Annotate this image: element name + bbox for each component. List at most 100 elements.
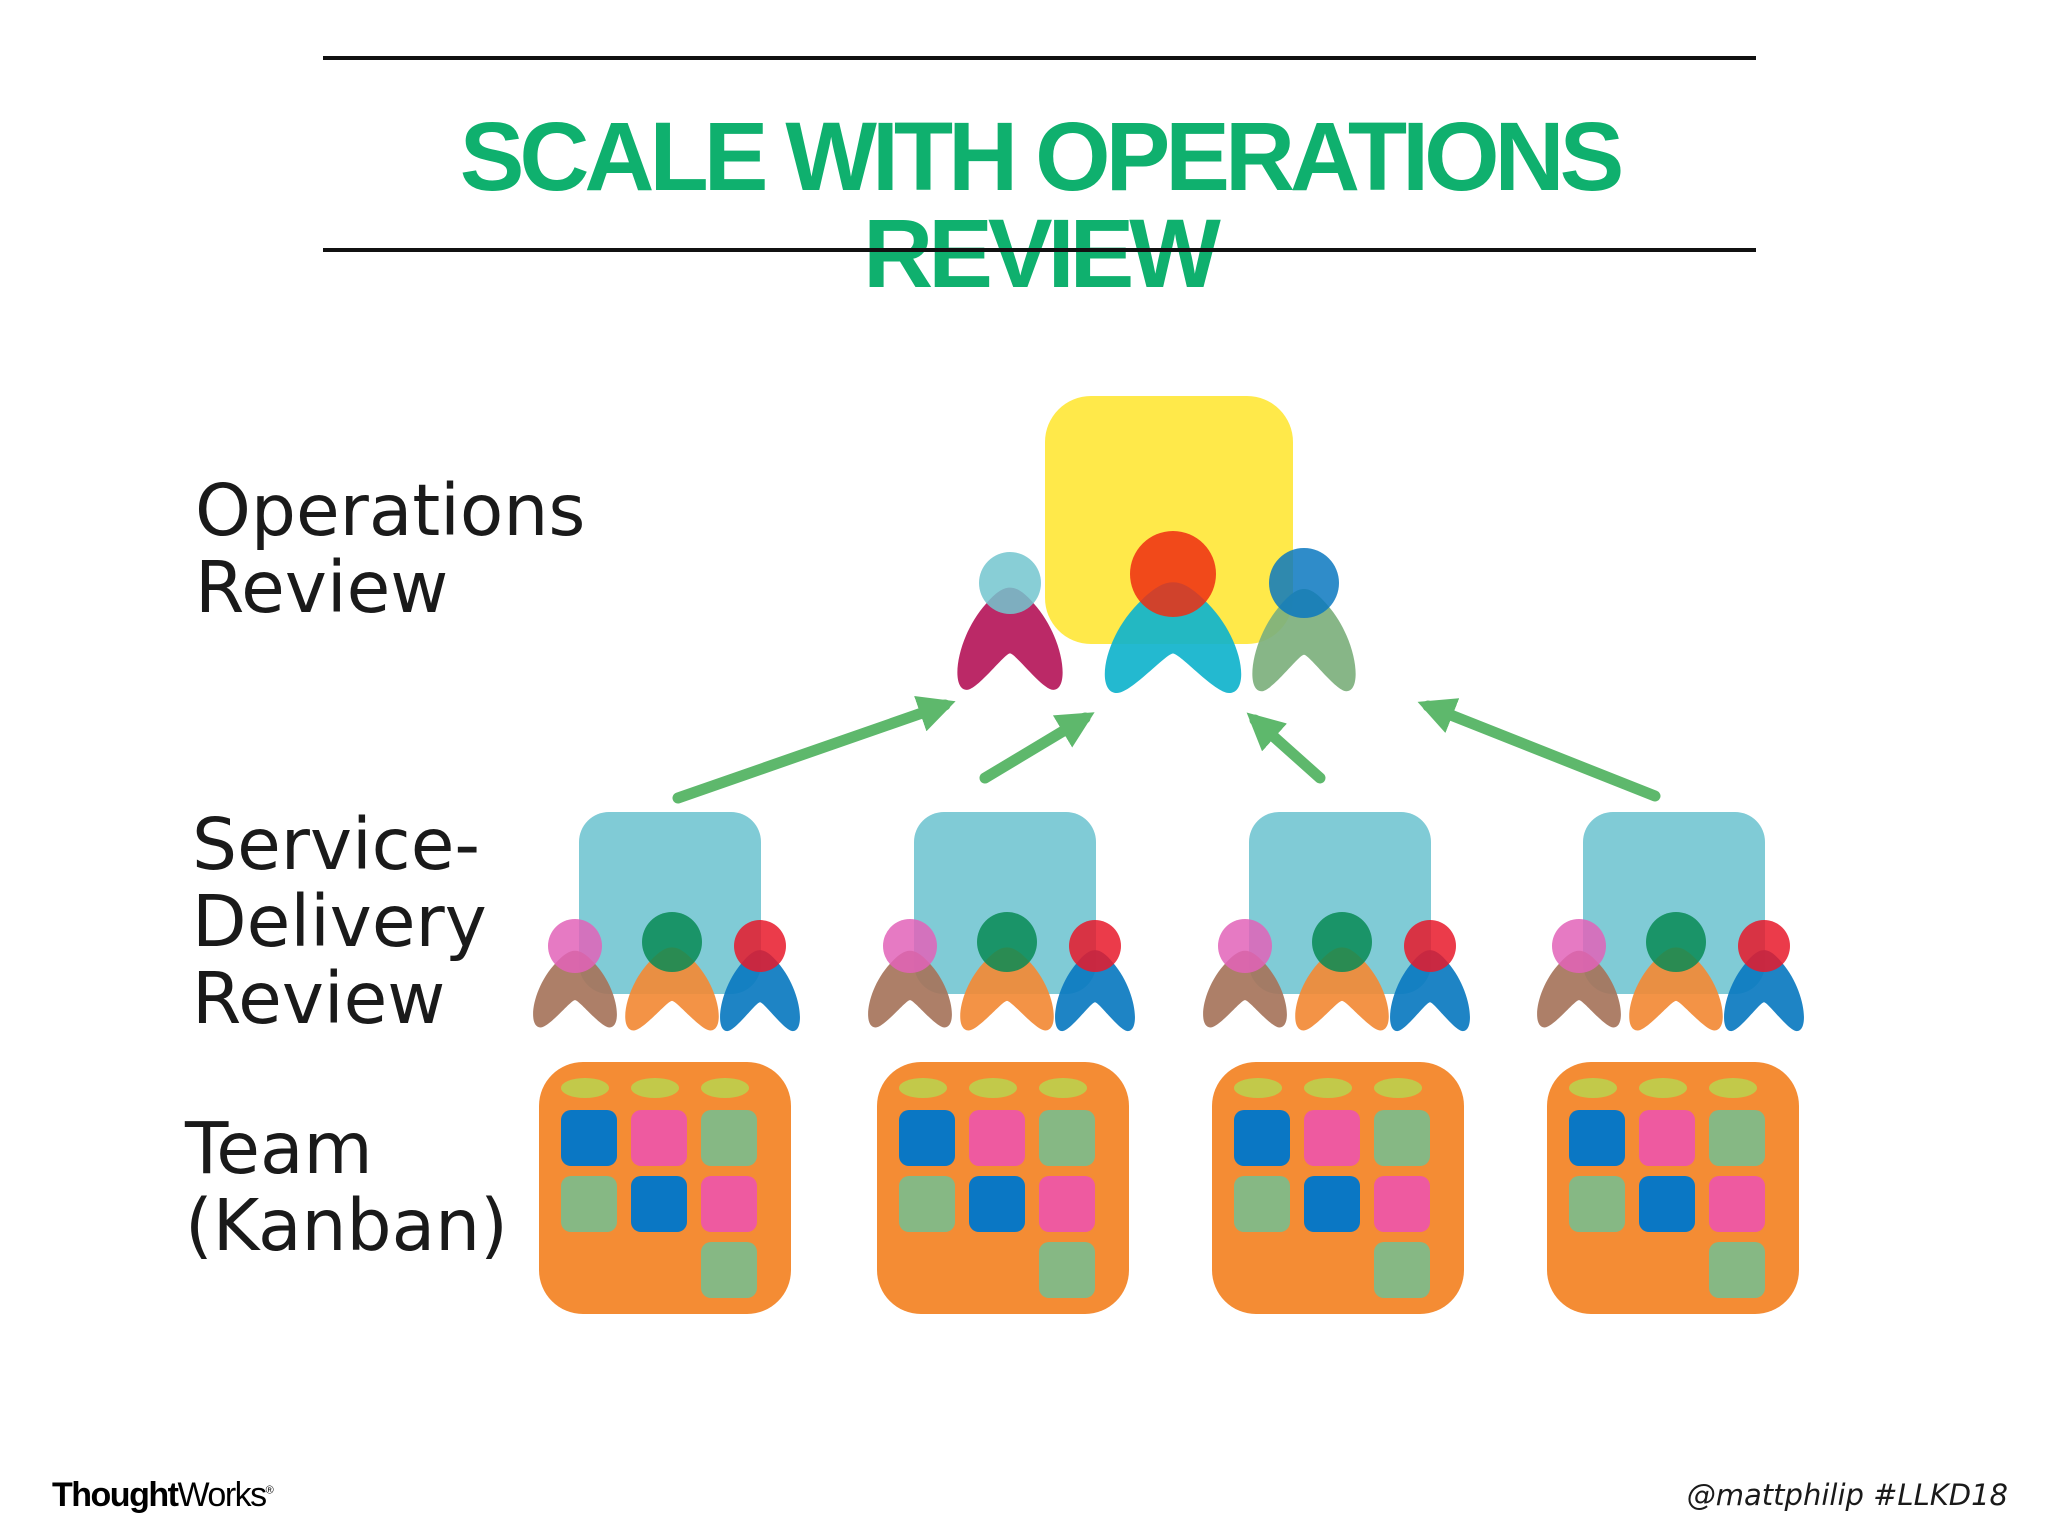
- kanban-card: [1374, 1242, 1430, 1298]
- kanban-card: [1639, 1110, 1695, 1166]
- ops-person-center-body: [1104, 582, 1242, 694]
- kanban-board-icon-1: [539, 1062, 791, 1314]
- kanban-card: [969, 1110, 1025, 1166]
- ops-person-left-head: [979, 552, 1041, 614]
- service-person-right-body: [720, 950, 800, 1032]
- service-person-right: [1390, 920, 1470, 1032]
- service-delivery-review-group-icon-4: [1537, 812, 1804, 1032]
- kanban-board-icon-3: [1212, 1062, 1464, 1314]
- service-person-left-body: [868, 950, 952, 1028]
- ops-person-right: [1252, 548, 1356, 692]
- kanban-card: [1374, 1176, 1430, 1232]
- page-title: SCALE WITH OPERATIONS REVIEW: [459, 102, 1625, 308]
- service-person-center-body: [625, 947, 719, 1031]
- service-person-right-body: [1055, 950, 1135, 1032]
- kanban-card: [1709, 1176, 1765, 1232]
- service-delivery-review-group-icon-3: [1203, 812, 1470, 1032]
- kanban-column-header-2: [969, 1078, 1017, 1098]
- service-person-right-head: [1069, 920, 1121, 972]
- arrow-up-icon-3: [1246, 712, 1326, 784]
- service-person-left-head: [1552, 919, 1606, 973]
- kanban-column-header-1: [899, 1078, 947, 1098]
- kanban-card: [1304, 1110, 1360, 1166]
- service-person-left-head: [1218, 919, 1272, 973]
- kanban-column-header-3: [1709, 1078, 1757, 1098]
- service-person-left: [1537, 919, 1621, 1028]
- service-delivery-review-group-icon-2: [868, 812, 1135, 1032]
- kanban-column-header-2: [631, 1078, 679, 1098]
- level-label-team-kanban: Team (Kanban): [185, 1107, 508, 1267]
- kanban-column-header-1: [561, 1078, 609, 1098]
- operations-review-group-icon: [957, 396, 1356, 694]
- service-person-right-body: [1390, 950, 1470, 1032]
- service-person-left: [1203, 919, 1287, 1028]
- kanban-column-header-1: [1569, 1078, 1617, 1098]
- arrow-up-icon-4: [1417, 698, 1661, 802]
- ops-person-right-head: [1269, 548, 1339, 618]
- ops-person-left: [957, 552, 1063, 690]
- operations-board: [1045, 396, 1293, 644]
- kanban-card: [1709, 1242, 1765, 1298]
- service-person-center: [960, 912, 1054, 1031]
- kanban-card: [969, 1176, 1025, 1232]
- kanban-column-header-3: [701, 1078, 749, 1098]
- kanban-card: [1234, 1110, 1290, 1166]
- service-board: [579, 812, 761, 994]
- service-person-center-head: [1646, 912, 1706, 972]
- service-person-left-body: [1537, 950, 1621, 1028]
- service-delivery-review-group-icon-1: [533, 812, 800, 1032]
- kanban-card: [1304, 1176, 1360, 1232]
- arrow-up-icon-2: [979, 712, 1095, 784]
- kanban-card: [1569, 1110, 1625, 1166]
- ops-person-right-body: [1252, 589, 1356, 692]
- kanban-card: [1234, 1176, 1290, 1232]
- service-board: [1249, 812, 1431, 994]
- flow-arrows: [672, 695, 1661, 804]
- service-person-left-body: [533, 950, 617, 1028]
- service-person-center-head: [977, 912, 1037, 972]
- title-rule-top: [323, 56, 1756, 60]
- service-person-right: [1724, 920, 1804, 1032]
- kanban-board-icon-2: [877, 1062, 1129, 1314]
- service-person-right-head: [1738, 920, 1790, 972]
- kanban-board-icon-4: [1547, 1062, 1799, 1314]
- kanban-card: [701, 1242, 757, 1298]
- service-board: [1583, 812, 1765, 994]
- kanban-card: [631, 1176, 687, 1232]
- service-person-center-body: [1629, 947, 1723, 1031]
- kanban-card: [701, 1176, 757, 1232]
- logo-regular: Works: [177, 1476, 267, 1514]
- service-person-center: [1295, 912, 1389, 1031]
- ops-person-left-body: [957, 587, 1063, 690]
- kanban-column-header-2: [1639, 1078, 1687, 1098]
- ops-person-center: [1104, 531, 1242, 694]
- service-person-center-body: [960, 947, 1054, 1031]
- service-person-left-head: [883, 919, 937, 973]
- kanban-card: [1039, 1110, 1095, 1166]
- service-person-right-body: [1724, 950, 1804, 1032]
- service-person-left: [868, 919, 952, 1028]
- kanban-column-header-2: [1304, 1078, 1352, 1098]
- kanban-card: [1039, 1176, 1095, 1232]
- team-kanban-boards: [539, 1062, 1799, 1314]
- kanban-column-header-3: [1374, 1078, 1422, 1098]
- service-person-right-head: [1404, 920, 1456, 972]
- kanban-card: [631, 1110, 687, 1166]
- service-board: [914, 812, 1096, 994]
- kanban-card: [561, 1110, 617, 1166]
- service-person-center-head: [1312, 912, 1372, 972]
- service-person-center-body: [1295, 947, 1389, 1031]
- kanban-card: [1039, 1242, 1095, 1298]
- title-rule-bottom: [323, 248, 1756, 252]
- kanban-column-header-3: [1039, 1078, 1087, 1098]
- service-person-left-head: [548, 919, 602, 973]
- kanban-card: [1639, 1176, 1695, 1232]
- service-person-right: [1055, 920, 1135, 1032]
- level-label-operations-review: Operations Review: [195, 469, 586, 629]
- logo-bold: Thought: [52, 1476, 179, 1514]
- kanban-card: [1569, 1176, 1625, 1232]
- logo-mark: ®: [265, 1484, 274, 1497]
- service-person-right: [720, 920, 800, 1032]
- ops-person-center-head: [1130, 531, 1216, 617]
